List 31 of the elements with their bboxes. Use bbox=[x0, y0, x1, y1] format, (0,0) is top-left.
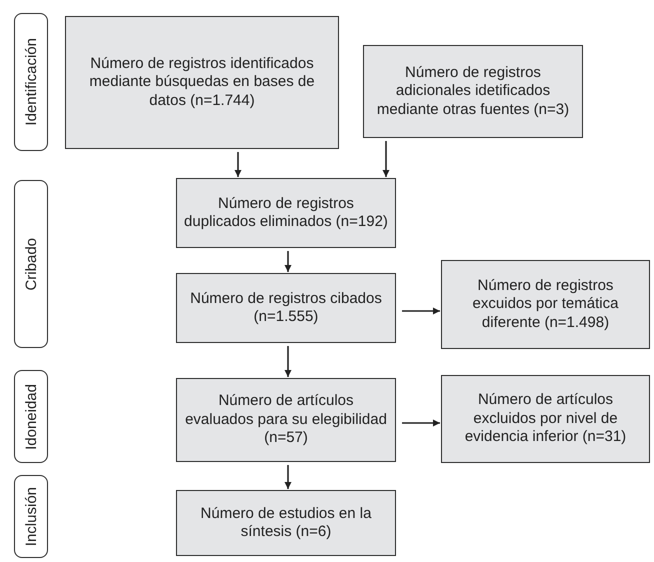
arrow bbox=[402, 308, 440, 314]
stage-label-box bbox=[14, 13, 48, 151]
box-text: Número de estudios en la síntesis (n=6) bbox=[200, 504, 372, 542]
box-text: Número de artículos excluidos por nivel de evidencia inferior (n=31) bbox=[464, 391, 628, 447]
box-text: Número de registros cibados (n=1.555) bbox=[189, 290, 383, 326]
arrow bbox=[234, 152, 242, 177]
process-box bbox=[176, 490, 396, 556]
arrow bbox=[382, 141, 390, 177]
process-box bbox=[65, 16, 339, 149]
process-box bbox=[176, 178, 396, 248]
process-box bbox=[176, 273, 396, 343]
stage-label-box bbox=[14, 180, 48, 348]
box-text: Número de registros identificados mediante búsquedas en bases de datos (n=1.744) bbox=[88, 54, 316, 110]
arrow bbox=[284, 251, 292, 272]
arrow bbox=[284, 465, 292, 489]
box-text: Número de registros duplicados eliminados (n=192) bbox=[183, 194, 389, 232]
box-text: Número de registros adicionales idetificados mediante otras fuentes (n=3) bbox=[376, 64, 570, 120]
arrow bbox=[284, 346, 292, 377]
stage-label: Cribado bbox=[22, 238, 40, 290]
process-box bbox=[441, 260, 650, 349]
stage-label-box bbox=[14, 475, 48, 558]
process-box bbox=[441, 375, 650, 463]
stage-label: Identificación bbox=[22, 38, 40, 126]
stage-label: Inclusión bbox=[22, 486, 40, 546]
stage-label-box bbox=[14, 370, 48, 463]
box-text: Número de artículos evaluados para su elegibilidad (n=57) bbox=[184, 392, 388, 448]
arrow bbox=[402, 420, 440, 426]
stage-label: Idoneidad bbox=[22, 384, 40, 450]
box-text: Número de registros excuidos por temática diferente (n=1.498) bbox=[472, 276, 620, 332]
process-box bbox=[363, 45, 583, 138]
process-box bbox=[176, 378, 396, 462]
